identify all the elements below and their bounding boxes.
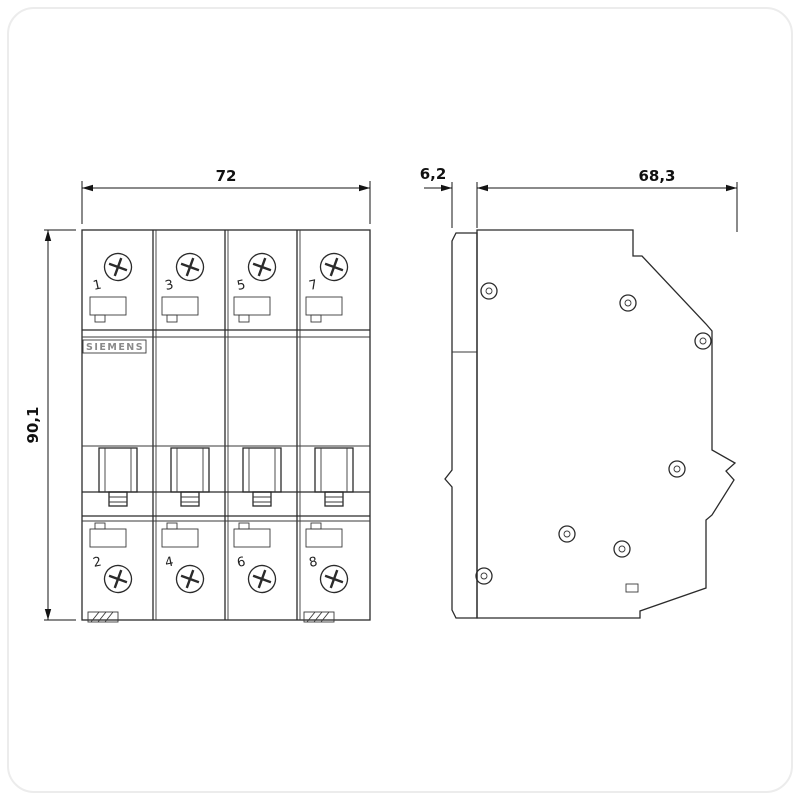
handle-tie-bar — [108, 491, 344, 507]
top-terminal-screws — [103, 252, 349, 282]
top-terminal-numbers: 1 3 5 7 — [92, 278, 319, 294]
side-front-strip — [444, 232, 478, 619]
module-separators — [152, 230, 301, 620]
siemens-logo: SIEMENS — [82, 339, 147, 354]
arrowhead-right-outside — [441, 184, 452, 192]
dimension-label-width: 72 — [216, 167, 237, 185]
dimension-label-front-depth: 6,2 — [420, 165, 447, 183]
bottom-terminal-numbers: 2 4 6 8 — [92, 555, 319, 571]
terminal-number: 6 — [236, 555, 247, 571]
screw-icon — [319, 564, 349, 594]
toggle-switches — [98, 447, 354, 493]
terminal-number: 1 — [92, 278, 103, 294]
dimension-front-height: 90,1 — [24, 229, 76, 621]
side-view — [444, 229, 737, 619]
front-view: 1 3 5 7 SIEMENS — [81, 229, 371, 623]
top-terminal-slots — [89, 296, 343, 323]
dimension-label-height: 90,1 — [24, 406, 42, 443]
side-body-profile — [476, 229, 737, 619]
terminal-number: 4 — [164, 555, 175, 571]
arrowhead-bottom — [44, 609, 52, 620]
dimension-side-body-depth: 68,3 — [477, 167, 738, 232]
terminal-number: 3 — [164, 278, 175, 294]
arrowhead-right — [359, 184, 370, 192]
dimension-label-body-depth: 68,3 — [638, 167, 675, 185]
mounting-tabs — [87, 611, 335, 623]
arrowhead-right — [726, 184, 737, 192]
terminal-number: 7 — [308, 278, 319, 294]
screw-icon — [319, 252, 349, 282]
screw-icon — [247, 564, 277, 594]
dimension-front-width: 72 — [81, 167, 371, 224]
side-detail-slot — [625, 583, 639, 593]
arrowhead-top — [44, 230, 52, 241]
bottom-terminal-slots — [89, 522, 343, 548]
terminal-number: 2 — [92, 555, 103, 571]
brand-text: SIEMENS — [86, 342, 144, 353]
screw-icon — [175, 252, 205, 282]
arrowhead-left — [477, 184, 488, 192]
screw-icon — [103, 564, 133, 594]
brand-plate — [82, 339, 147, 354]
screw-icon — [247, 252, 277, 282]
rivets — [475, 282, 712, 585]
terminal-number: 8 — [308, 555, 319, 571]
screw-icon — [175, 564, 205, 594]
screw-icon — [103, 252, 133, 282]
front-outline — [81, 229, 371, 621]
arrowhead-left — [82, 184, 93, 192]
terminal-number: 5 — [236, 278, 247, 294]
dimension-side-front-depth: 6,2 — [420, 165, 478, 228]
image-frame — [7, 7, 793, 793]
bottom-terminal-screws — [103, 564, 349, 594]
